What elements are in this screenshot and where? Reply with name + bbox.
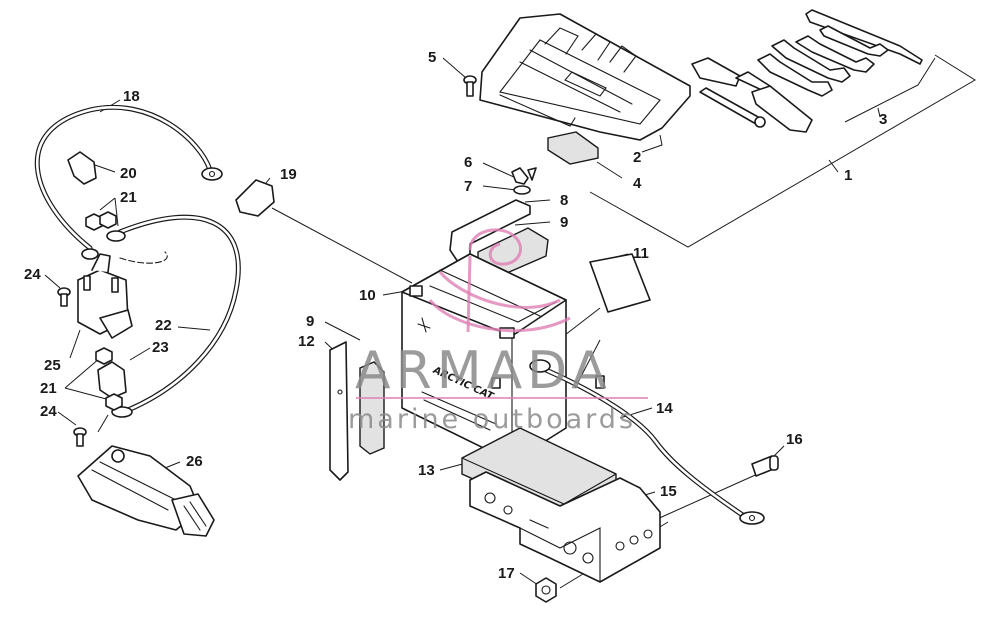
callout-20[interactable]: 20 bbox=[120, 165, 137, 182]
callout-23[interactable]: 23 bbox=[152, 339, 169, 356]
callout-22[interactable]: 22 bbox=[155, 317, 172, 334]
terminal-boot bbox=[235, 179, 275, 217]
washer bbox=[513, 185, 531, 195]
battery-decal bbox=[589, 253, 651, 313]
tool-tray bbox=[479, 13, 691, 141]
callout-25[interactable]: 25 bbox=[44, 357, 61, 374]
callout-18[interactable]: 18 bbox=[123, 88, 140, 105]
callout-2[interactable]: 2 bbox=[633, 149, 641, 166]
negative-cable bbox=[529, 359, 765, 525]
callout-4[interactable]: 4 bbox=[633, 175, 642, 192]
watermark-title: ARMADA bbox=[355, 341, 612, 401]
callout-7[interactable]: 7 bbox=[464, 178, 472, 195]
battery-positive-cable bbox=[34, 104, 223, 260]
callout-9-side[interactable]: 9 bbox=[306, 313, 314, 330]
callout-14[interactable]: 14 bbox=[656, 400, 673, 417]
tool-kit bbox=[691, 9, 923, 133]
watermark: ARMADA marine outboards bbox=[348, 228, 648, 435]
callout-21-top[interactable]: 21 bbox=[120, 189, 137, 206]
tray-screw bbox=[463, 75, 477, 97]
callout-26[interactable]: 26 bbox=[186, 453, 203, 470]
terminal-nut-top bbox=[85, 211, 117, 231]
callout-9-strap[interactable]: 9 bbox=[560, 214, 568, 231]
callout-8[interactable]: 8 bbox=[560, 192, 568, 209]
watermark-logo bbox=[428, 228, 571, 333]
side-pad bbox=[359, 361, 385, 455]
callout-16[interactable]: 16 bbox=[786, 431, 803, 448]
retainer-plate bbox=[329, 341, 349, 481]
callout-3[interactable]: 3 bbox=[879, 111, 887, 128]
battery-bracket bbox=[469, 471, 661, 583]
callout-6[interactable]: 6 bbox=[464, 154, 472, 171]
callout-19[interactable]: 19 bbox=[280, 166, 297, 183]
callout-11[interactable]: 11 bbox=[633, 245, 649, 262]
terminal-nut-starter bbox=[105, 393, 123, 411]
callout-5[interactable]: 5 bbox=[428, 49, 436, 66]
callout-17[interactable]: 17 bbox=[498, 565, 515, 582]
bracket-nut bbox=[535, 577, 557, 603]
starter-solenoid bbox=[77, 253, 133, 339]
callout-12[interactable]: 12 bbox=[298, 333, 315, 350]
callout-13[interactable]: 13 bbox=[418, 462, 435, 479]
wing-nut bbox=[511, 167, 537, 185]
tray-foam-pad bbox=[547, 131, 599, 165]
watermark-subtitle: marine outboards bbox=[348, 404, 636, 435]
callout-1[interactable]: 1 bbox=[844, 167, 852, 184]
starter-boot bbox=[97, 361, 127, 399]
callout-15[interactable]: 15 bbox=[660, 483, 677, 500]
starter-motor bbox=[77, 445, 215, 537]
bracket-bolt bbox=[751, 455, 779, 477]
solenoid-boot-top bbox=[67, 151, 97, 185]
callout-21-bottom[interactable]: 21 bbox=[40, 380, 57, 397]
callout-24-top[interactable]: 24 bbox=[24, 266, 41, 283]
terminal-nut-solenoid bbox=[95, 347, 113, 365]
starter-cable bbox=[106, 214, 241, 418]
callout-24-bottom[interactable]: 24 bbox=[40, 403, 57, 420]
callout-labels: 1 2 3 4 5 6 7 8 9 9 10 11 12 13 14 15 16… bbox=[24, 49, 887, 582]
solenoid-screw bbox=[57, 287, 71, 307]
callout-10[interactable]: 10 bbox=[359, 287, 376, 304]
starter-screw bbox=[73, 427, 87, 447]
